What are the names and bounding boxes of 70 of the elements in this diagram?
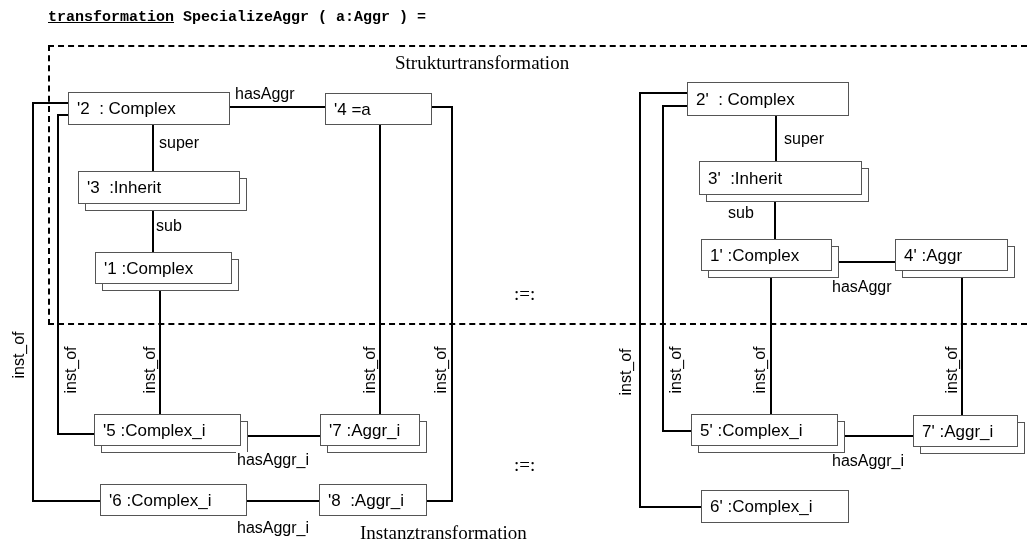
object-box	[100, 484, 247, 516]
edge-label: hasAggr_i	[831, 453, 906, 469]
object-box	[701, 490, 849, 523]
object-box	[687, 82, 849, 116]
edge-label: hasAggr_i	[236, 520, 311, 536]
connector-line	[639, 92, 702, 508]
connector-line	[152, 210, 154, 253]
stacked-object-box	[701, 239, 839, 278]
edge-label: inst_of	[752, 345, 768, 395]
stacked-object-box	[691, 414, 845, 453]
region-title: Instanztransformation	[360, 523, 527, 542]
edge-label: inst_of	[433, 345, 449, 395]
edge-label: inst_of	[944, 345, 960, 395]
connector-line	[662, 105, 692, 432]
object-box	[319, 484, 427, 516]
connector-line	[159, 290, 161, 415]
connector-line	[229, 106, 326, 108]
region-title: Strukturtransformation	[395, 53, 570, 72]
object-label: 6' :Complex_i	[710, 498, 813, 515]
connector-line	[426, 106, 453, 502]
connector-line	[844, 435, 914, 437]
object-label: '5 :Complex_i	[103, 421, 206, 439]
object-label: '6 :Complex_i	[109, 491, 212, 509]
connector-line	[774, 201, 776, 240]
edge-label: inst_of	[618, 347, 634, 397]
connector-line	[770, 277, 772, 415]
object-label: '4 =a	[334, 100, 371, 118]
connector-line	[32, 102, 101, 502]
object-label: '3 :Inherit	[87, 179, 162, 196]
connector-line	[247, 435, 321, 437]
edge-label: inst_of	[362, 345, 378, 395]
object-label: 3' :Inherit	[708, 169, 783, 187]
connector-line	[246, 500, 320, 502]
object-label: 1' :Complex	[710, 246, 800, 264]
edge-label: inst_of	[668, 345, 684, 395]
stacked-object-box	[699, 161, 869, 202]
connector-line	[57, 114, 95, 435]
region-frame	[48, 45, 1027, 325]
edge-label: sub	[155, 218, 183, 234]
object-label: 5' :Complex_i	[700, 421, 803, 439]
assign-symbol: :=:	[514, 455, 536, 474]
stacked-object-box	[913, 415, 1025, 454]
connector-line	[775, 115, 777, 162]
object-label: '8 :Aggr_i	[328, 491, 404, 509]
stacked-object-box	[320, 414, 427, 453]
object-box	[68, 92, 230, 125]
connector-line	[379, 124, 381, 415]
object-label: '1 :Complex	[104, 259, 194, 277]
edge-label: hasAggr_i	[236, 452, 311, 468]
object-box	[325, 93, 432, 125]
stacked-object-box	[895, 239, 1015, 278]
connector-line	[961, 277, 963, 416]
object-label: 7' :Aggr_i	[922, 422, 994, 440]
object-label: '2 : Complex	[77, 100, 176, 117]
object-label: 4' :Aggr	[904, 246, 963, 264]
edge-label: hasAggr	[234, 86, 296, 102]
object-label: '7 :Aggr_i	[329, 421, 401, 439]
edge-label: inst_of	[63, 345, 79, 395]
object-label: 2' : Complex	[696, 90, 795, 108]
edge-label: inst_of	[142, 345, 158, 395]
assign-symbol: :=:	[514, 284, 536, 303]
transformation-heading: transformation SpecializeAggr ( a:Aggr ) =	[48, 10, 427, 25]
stacked-object-box	[95, 252, 239, 291]
edge-label: sub	[727, 205, 755, 221]
connector-line	[838, 261, 896, 263]
stacked-object-box	[78, 171, 247, 211]
connector-line	[152, 124, 154, 172]
edge-label: inst_of	[11, 330, 27, 380]
edge-label: hasAggr	[831, 279, 893, 295]
stacked-object-box	[94, 414, 248, 453]
